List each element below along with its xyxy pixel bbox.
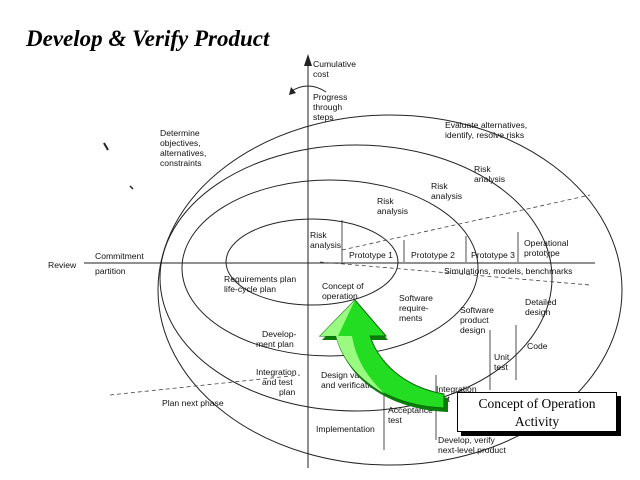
development-plan-label: Develop-ment plan [256,329,297,349]
evaluate-label: Evaluate alternatives,identify, resolve … [445,120,527,140]
green-callout-arrow [318,299,448,412]
plan-next-phase-label: Plan next phase [162,398,224,408]
stray-mark [103,142,109,151]
partition-label: partition [95,266,126,276]
callout-line-1: Concept of Operation [478,396,596,411]
spiral-loop-2 [181,179,479,357]
plan-dash-line [109,374,301,396]
prototype-1-label: Prototype 1 [349,250,393,260]
axis-arrowhead [304,54,312,66]
simulation-dash-line [319,261,591,286]
spiral-loop-1 [225,218,399,306]
review-label: Review [48,260,77,270]
code-label: Code [527,341,548,351]
implementation-label: Implementation [316,424,375,434]
callout-box: Concept of Operation Activity [457,392,617,432]
risk-dash-line [341,194,591,251]
callout-line-2: Activity [514,414,560,429]
page-title: Develop & Verify Product [26,26,270,51]
commitment-label: Commitment [95,251,144,261]
rotation-arrowhead [289,87,296,95]
prototype-2-label: Prototype 2 [411,250,455,260]
arrow-highlight [320,300,385,394]
simulations-label: Simulations, models, benchmarks [444,266,572,276]
prototype-3-label: Prototype 3 [471,250,515,260]
spiral-loop-3 [159,144,553,412]
spiral-loop-4 [157,114,623,466]
stray-mark [129,185,134,190]
